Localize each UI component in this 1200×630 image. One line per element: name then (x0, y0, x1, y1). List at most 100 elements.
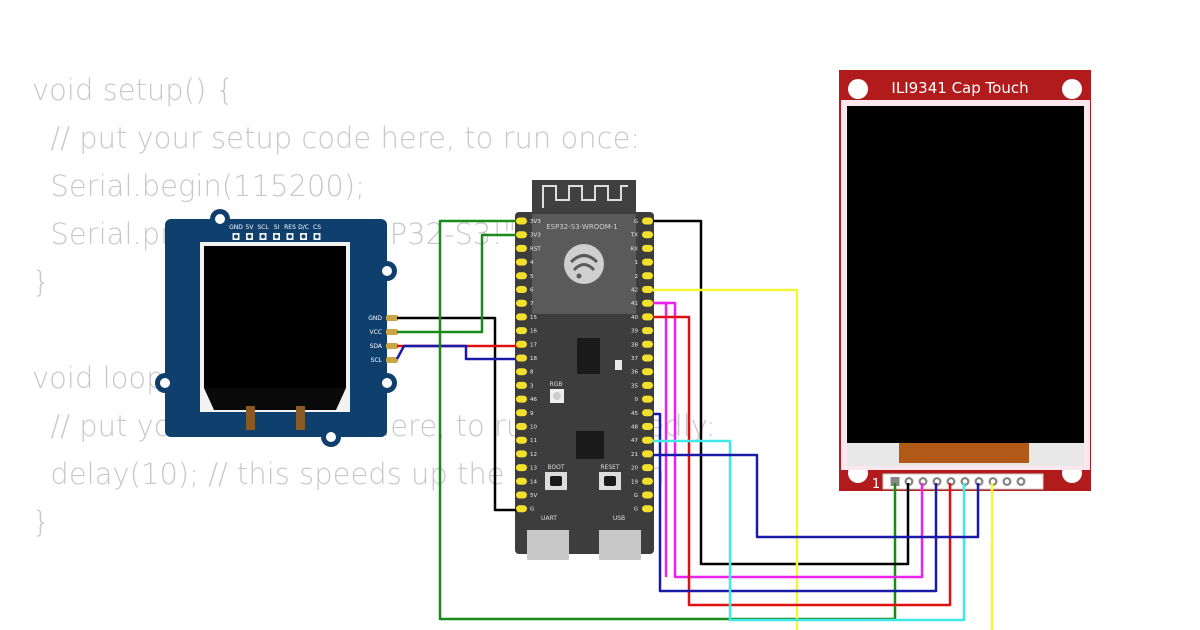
esp-left-pin[interactable] (516, 423, 527, 430)
esp-right-pin[interactable] (642, 217, 653, 225)
usb-port[interactable] (599, 530, 641, 560)
esp-left-pin-label: 8 (530, 370, 534, 376)
wire-42-yellow[interactable] (650, 288, 799, 630)
esp-smd-part (615, 360, 622, 370)
esp-right-pin[interactable] (642, 354, 653, 362)
esp-left-pin-label: 13 (530, 466, 537, 472)
code-line: } (32, 505, 51, 539)
oled-header-pin-label: GND (229, 224, 243, 231)
esp-right-pin-label: 19 (631, 479, 638, 485)
esp-left-pin[interactable] (516, 217, 527, 225)
esp-right-pin[interactable] (642, 299, 653, 307)
oled-screen-glass-edge (204, 388, 346, 410)
esp-left-pin[interactable] (516, 409, 527, 417)
oled-side-pin[interactable] (386, 329, 398, 335)
esp-right-pin-label: RX (630, 246, 638, 252)
esp-left-pin[interactable] (516, 491, 527, 499)
esp-left-pin[interactable] (516, 272, 527, 280)
wire-47-cyan[interactable] (650, 439, 966, 622)
wire-40-red[interactable] (650, 315, 952, 607)
uart-usb-port[interactable] (527, 530, 569, 560)
wire-41-magenta-b[interactable] (650, 301, 668, 577)
esp-right-pin-label: 0 (635, 397, 639, 403)
esp-module-label: ESP32-S3-WROOM-1 (546, 223, 617, 231)
esp-left-pin-label: 14 (530, 479, 537, 485)
esp-right-pin-label: 47 (631, 438, 638, 444)
wire-oled-scl-a[interactable] (395, 344, 520, 361)
oled-side-pin[interactable] (386, 343, 398, 349)
esp-right-pin[interactable] (642, 395, 653, 403)
esp-right-pin[interactable] (642, 491, 653, 499)
esp-left-pin-label: 7 (530, 301, 534, 307)
tft-pin-square[interactable] (890, 477, 900, 486)
esp-right-pin-label: 42 (631, 288, 638, 294)
esp-left-pin[interactable] (516, 505, 527, 513)
tft-pin-hole (990, 479, 996, 484)
esp-left-pin-label: 12 (530, 452, 537, 458)
reset-button-cap[interactable] (604, 476, 616, 486)
wire-21-blue[interactable] (650, 453, 980, 539)
tft-pin-hole (1018, 479, 1024, 484)
esp-right-pin[interactable] (642, 381, 653, 389)
oled-mount-hole-tl (215, 214, 225, 224)
esp-left-pin-label: 9 (530, 411, 534, 417)
esp-left-pin[interactable] (516, 464, 527, 472)
oled-header-pad-hole (234, 234, 238, 239)
esp-left-pin[interactable] (516, 368, 527, 376)
esp-right-pin[interactable] (642, 272, 653, 280)
esp-left-pin[interactable] (516, 327, 527, 335)
wire-45-blue[interactable] (650, 412, 938, 593)
esp-left-pin[interactable] (516, 299, 527, 307)
esp-right-pin[interactable] (642, 436, 653, 444)
oled-header-pad-hole (274, 234, 279, 239)
esp-left-pin[interactable] (516, 286, 527, 293)
esp-left-pin[interactable] (516, 244, 527, 252)
esp-right-pin[interactable] (642, 258, 653, 266)
esp-left-pin[interactable] (516, 395, 527, 403)
esp-left-pin[interactable] (516, 340, 527, 348)
esp-right-pin[interactable] (642, 286, 653, 293)
esp-right-pin[interactable] (642, 477, 653, 485)
esp-left-pin[interactable] (516, 313, 527, 321)
oled-mount-hole-bottom (326, 432, 336, 442)
wire-oled-gnd[interactable] (397, 316, 520, 512)
esp-right-pin[interactable] (642, 368, 653, 376)
esp-left-pin-label: 10 (530, 425, 537, 431)
esp-left-pin[interactable] (516, 436, 527, 444)
oled-header-pin-label: D/C (298, 224, 309, 231)
esp-left-pin[interactable] (516, 354, 527, 362)
esp-right-pin[interactable] (642, 313, 653, 321)
ili9341-display[interactable]: ILI9341 Cap Touch 1 (839, 70, 1091, 492)
esp-right-pin[interactable] (642, 340, 653, 348)
esp-left-pin-label: 4 (530, 260, 534, 266)
esp-rgb-led-die (553, 392, 561, 400)
oled-header-pin-label: CS (313, 224, 321, 231)
oled-side-pin-label: SDA (370, 343, 383, 350)
oled-ribbon-right (296, 406, 305, 430)
esp-right-pin[interactable] (642, 423, 653, 430)
esp-right-pin-label: TX (630, 233, 638, 239)
esp32-s3-devkit[interactable]: ESP32-S3-WROOM-1 RGB BOOT RESET UART USB (515, 180, 654, 560)
oled-side-pin[interactable] (386, 315, 398, 321)
esp-right-pin[interactable] (642, 327, 653, 335)
esp-right-pin[interactable] (642, 450, 653, 458)
esp-right-pin[interactable] (642, 505, 653, 513)
wire-tft-vcc[interactable] (438, 219, 897, 621)
esp-right-pin[interactable] (642, 409, 653, 417)
esp-left-pin[interactable] (516, 450, 527, 458)
esp-left-pin[interactable] (516, 258, 527, 266)
esp-right-pin[interactable] (642, 244, 653, 252)
esp-left-pin[interactable] (516, 477, 527, 485)
esp-right-pin[interactable] (642, 231, 653, 239)
oled-side-pin[interactable] (386, 357, 398, 363)
esp-left-pin-label: 16 (530, 329, 537, 335)
esp-left-pin[interactable] (516, 231, 527, 239)
esp-reset-label: RESET (600, 464, 620, 471)
esp-right-pin[interactable] (642, 464, 653, 472)
boot-button-cap[interactable] (550, 476, 562, 486)
oled-header-pin-label: SI (274, 224, 280, 231)
esp-left-pin[interactable] (516, 381, 527, 389)
esp-right-pin-label: 36 (631, 370, 638, 376)
tft-mount-hole-tr (1062, 79, 1082, 99)
